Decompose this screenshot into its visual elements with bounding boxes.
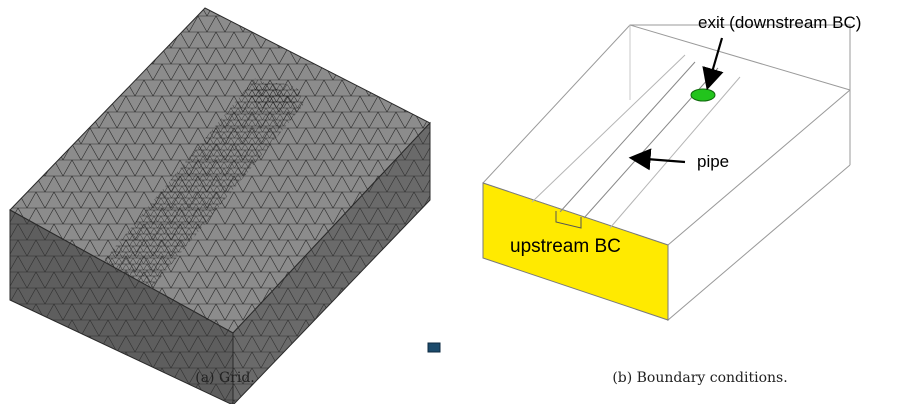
exit-label: exit (downstream BC) — [698, 13, 861, 32]
box-back-edges — [482, 24, 851, 184]
boundary-illustration: exit (downstream BC) pipe upstream BC — [482, 13, 861, 322]
exit-arrow — [702, 37, 724, 91]
pipe-arrow — [628, 148, 686, 171]
axis-marker-icon — [427, 342, 441, 353]
grid-panel: (a) Grid. — [0, 0, 450, 404]
upstream-face — [482, 182, 669, 321]
caption-grid: (a) Grid. — [195, 370, 255, 386]
pipe-edge-left — [559, 61, 696, 213]
refined-mesh-band — [100, 78, 305, 290]
boundary-conditions-panel: exit (downstream BC) pipe upstream BC (b… — [450, 0, 902, 404]
upstream-label: upstream BC — [510, 236, 621, 257]
box-front-edges — [667, 88, 851, 322]
exit-marker — [690, 88, 716, 102]
mesh-illustration — [9, 7, 441, 404]
pipe-inlet — [555, 211, 582, 229]
refined-exit-zone — [249, 83, 301, 107]
pipe-label: pipe — [697, 152, 729, 171]
caption-boundary-conditions: (b) Boundary conditions. — [612, 370, 788, 386]
